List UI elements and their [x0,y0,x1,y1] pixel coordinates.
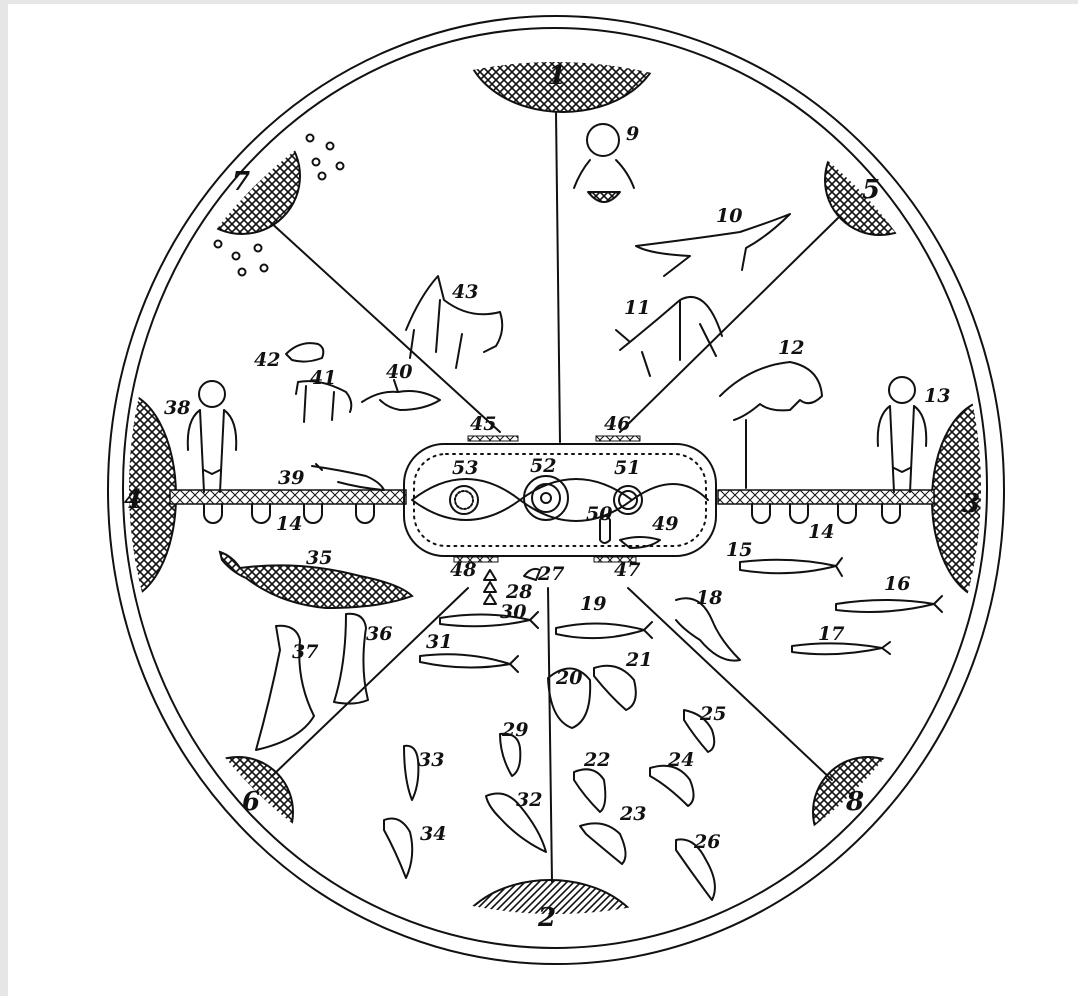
label-10: 10 [716,205,742,227]
figure-13-human [878,377,927,492]
label-47: 47 [614,559,640,581]
label-46: 46 [604,413,630,435]
label-20: 20 [555,667,582,689]
label-29: 29 [501,719,528,741]
figure-9-person [574,124,634,202]
figure-38-human [188,381,237,492]
label-36: 36 [366,623,392,645]
fish-19 [556,622,652,638]
band-left [170,490,406,504]
bird-22 [574,769,605,812]
bird-33 [404,746,418,800]
label-48: 48 [450,559,476,581]
pole-label-4: 4 [124,485,142,515]
item-49 [620,537,660,548]
label-39: 39 [278,467,304,489]
label-50: 50 [586,503,612,525]
label-40: 40 [386,361,412,383]
label-27: 27 [537,563,564,585]
label-51: 51 [614,457,640,479]
pole-disc-4 [64,392,176,600]
pole-label-6: 6 [242,787,260,817]
pole-label-5: 5 [862,175,880,205]
label-41: 41 [310,367,336,389]
label-23: 23 [619,803,646,825]
label-34: 34 [420,823,446,845]
animal-39 [312,464,384,490]
pole-label-2: 2 [537,903,556,933]
pole-disc-6 [183,757,293,867]
bird-23 [580,823,626,864]
pole-label-7: 7 [232,167,250,197]
pole-disc-3 [932,400,1048,600]
label-28: 28 [505,581,532,603]
pole-label-3: 3 [962,489,980,519]
label-22: 22 [583,749,610,771]
pole-label-1: 1 [548,61,566,91]
animal-40 [362,380,440,410]
bird-34 [384,819,412,879]
label-32: 32 [516,789,542,811]
animal-10 [636,214,790,276]
animal-12 [720,362,822,488]
label-25: 25 [699,703,726,725]
label-17: 17 [818,623,844,645]
fish-16 [836,596,942,612]
label-9: 9 [626,123,639,145]
fish-31 [420,654,518,672]
label-14-right: 14 [808,521,834,543]
band-right [718,490,934,504]
label-30: 30 [500,601,526,623]
label-16: 16 [884,573,910,595]
item-28-triangles [484,570,496,604]
label-19: 19 [580,593,606,615]
pole-label-8: 8 [845,787,864,817]
label-11: 11 [624,297,650,319]
label-49: 49 [652,513,678,535]
label-14-left: 14 [276,513,302,535]
label-45: 45 [470,413,496,435]
label-38: 38 [164,397,190,419]
label-13: 13 [924,385,950,407]
label-31: 31 [426,631,452,653]
label-15: 15 [726,539,752,561]
label-26: 26 [693,831,720,853]
label-37: 37 [292,641,318,663]
animal-42 [286,343,323,361]
label-52: 52 [530,455,556,477]
label-24: 24 [667,749,694,771]
label-43: 43 [452,281,478,303]
pole-disc-2 [452,880,648,996]
label-33: 33 [418,749,444,771]
label-53: 53 [452,457,478,479]
label-12: 12 [778,337,804,359]
label-21: 21 [625,649,652,671]
label-18: 18 [696,587,722,609]
bird-24 [650,766,694,806]
label-35: 35 [306,547,332,569]
bird-21 [594,666,636,710]
pole-disc-8 [813,757,923,867]
fish-15 [740,558,842,576]
label-42: 42 [254,349,280,371]
